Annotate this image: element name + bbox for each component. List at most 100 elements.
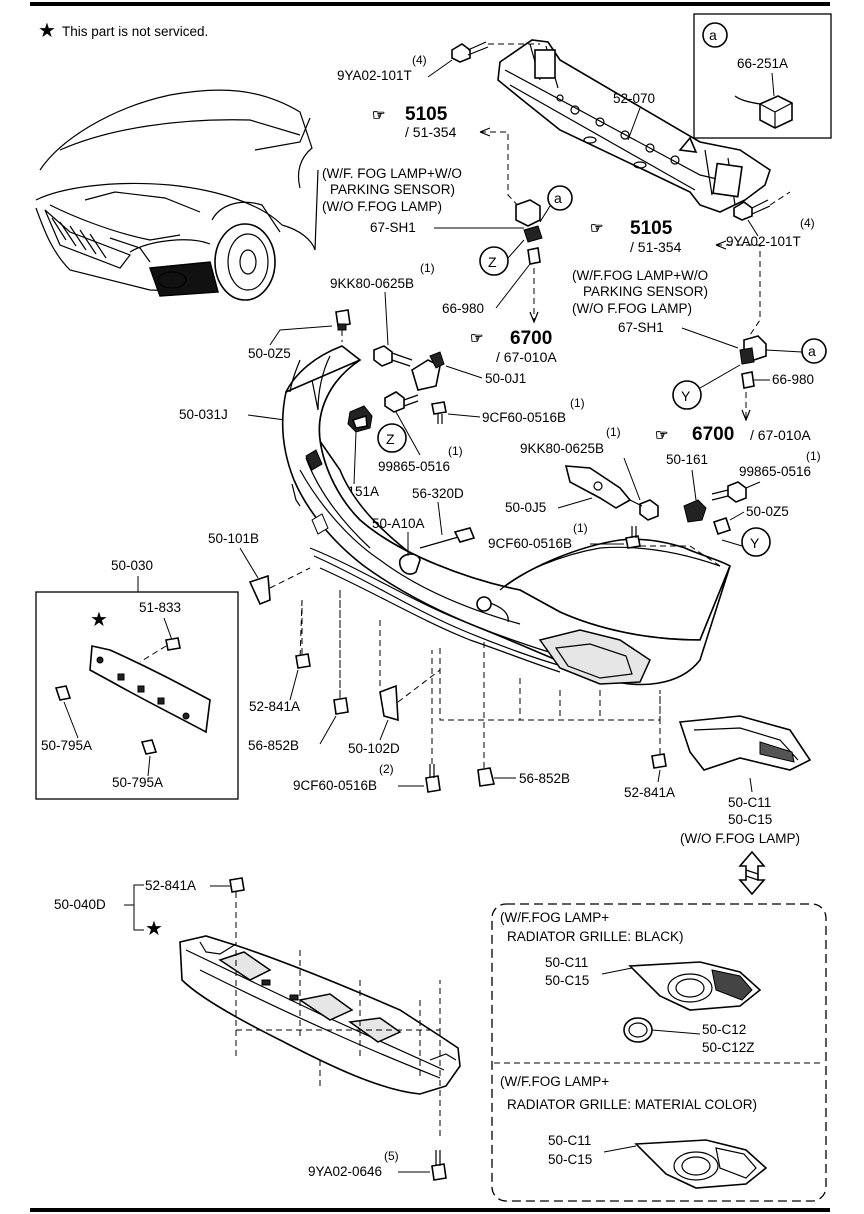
car-illustration: [35, 89, 319, 301]
label-67-sh1-b: 67-SH1: [618, 320, 664, 335]
bracket-50-161: [683, 499, 707, 523]
bolt-9ya02-0646: [431, 1150, 447, 1181]
qty-99865-0516-a: (1): [448, 444, 463, 458]
bracket-50-0j5: [564, 465, 632, 509]
label-50-102d: 50-102D: [348, 741, 400, 756]
callout-z-upper-label: Z: [488, 254, 497, 270]
label-99865-0516-b: 99865-0516: [739, 464, 811, 479]
grommet-56-852b-a: [333, 697, 349, 715]
label-50-031j: 50-031J: [179, 407, 228, 422]
cover-50-101b: [248, 574, 271, 606]
callout-z-lower-label: Z: [386, 431, 395, 447]
label-50-795a-a: 50-795A: [41, 738, 92, 753]
under-cover-50-040d: [179, 935, 461, 1095]
legend-note: This part is not serviced.: [62, 24, 208, 39]
condition-right-2: PARKING SENSOR): [583, 284, 708, 299]
option-box: [491, 903, 827, 1202]
label-50-a10a: 50-A10A: [372, 516, 425, 531]
callout-y-lower: [741, 527, 771, 557]
callout-y-upper-label: Y: [681, 388, 691, 404]
condition-wo-fog: (W/O F.FOG LAMP): [680, 831, 800, 846]
label-9ya02-101t-a: 9YA02-101T: [337, 68, 412, 83]
star-icon-license: ★: [90, 609, 108, 631]
nut-52-841a-b: [651, 753, 667, 769]
label-50-0z5-a: 50-0Z5: [248, 346, 291, 361]
label-66-980-a: 66-980: [442, 301, 484, 316]
ref-icon-6700-a: ☞: [470, 330, 483, 347]
screw-51-833: [139, 637, 181, 663]
callout-a-left: [547, 185, 573, 211]
bracket-50-0j1: [411, 351, 445, 391]
label-51-833: 51-833: [139, 600, 181, 615]
qty-9cf60-0516b-a: (1): [570, 396, 585, 410]
condition-left-2: PARKING SENSOR): [330, 182, 455, 197]
callout-z-lower: [377, 423, 407, 453]
license-bracket-box: [35, 591, 239, 800]
label-50-795a-b: 50-795A: [112, 775, 163, 790]
qty-9ya02-101t-a: (4): [412, 53, 427, 67]
bolt-9cf60-0516b-c: [425, 764, 441, 793]
bolt-9kk80-0625b-a: [373, 345, 413, 367]
label-56-852b-a: 56-852B: [248, 738, 299, 753]
bolt-9cf60-0516b-a: [431, 401, 447, 424]
label-66-980-b: 66-980: [772, 372, 814, 387]
star-icon: ★: [38, 20, 56, 42]
label-9kk80-0625b-a: 9KK80-0625B: [330, 276, 414, 291]
label-9ya02-0646: 9YA02-0646: [308, 1164, 382, 1179]
harness-56-320d: [398, 527, 476, 575]
condition-left-1: (W/F. FOG LAMP+W/O: [322, 166, 462, 181]
detail-box-a: [693, 13, 832, 139]
qty-9ya02-101t-b: (4): [800, 216, 815, 230]
label-52-841a-a: 52-841A: [249, 699, 300, 714]
ref-6700-b-sub: / 67-010A: [750, 427, 811, 443]
callout-a-right: [801, 338, 827, 364]
label-50-0z5-b: 50-0Z5: [746, 504, 789, 519]
bolt-9kk80-0625b-b: [629, 499, 659, 521]
bolt-9ya02-101t-lower: [733, 199, 771, 221]
bracket-50-151a: [347, 405, 373, 433]
clip-50-795a-a: [54, 685, 72, 701]
label-50-0j5: 50-0J5: [505, 500, 546, 515]
label-50-c11-b: 50-C11: [545, 955, 588, 970]
callout-a-box-label: a: [709, 27, 717, 43]
parking-sensor-right: [739, 335, 767, 389]
option-box2-line1: (W/F.FOG LAMP+: [500, 1074, 609, 1089]
condition-left-3: (W/O F.FOG LAMP): [322, 199, 442, 214]
license-bracket-50-030: [89, 645, 211, 734]
label-56-320d: 56-320D: [412, 486, 464, 501]
bolt-99865-0516-a: [384, 391, 419, 413]
fog-bezel-black: [628, 961, 762, 1011]
fog-cover-50-c11-wo: [678, 715, 812, 771]
label-52-841a-b: 52-841A: [624, 785, 675, 800]
ref-5105-b-sub: / 51-354: [630, 239, 682, 255]
label-50-040d: 50-040D: [54, 897, 106, 912]
bolt-99865-0516-b: [711, 481, 747, 503]
label-9ya02-101t-b: 9YA02-101T: [726, 234, 801, 249]
nut-52-841a-a: [295, 653, 311, 669]
bottom-rule: [30, 1208, 830, 1212]
ref-icon-5105-a: ☞: [372, 107, 385, 124]
callout-y-lower-label: Y: [750, 535, 760, 551]
label-50-0j1: 50-0J1: [485, 371, 526, 386]
cover-50-102d: [379, 684, 399, 722]
nut-52-841a-c: [229, 877, 245, 893]
fog-bezel-material: [634, 1139, 768, 1189]
label-66-251a: 66-251A: [737, 56, 788, 71]
ref-6700-a: 6700: [510, 328, 552, 349]
ref-icon-5105-b: ☞: [590, 220, 603, 237]
label-56-852b-b: 56-852B: [519, 771, 570, 786]
option-box2-line2: RADIATOR GRILLE: MATERIAL COLOR): [507, 1097, 757, 1112]
callout-a-left-label: a: [554, 190, 562, 206]
qty-9cf60-0516b-c: (2): [379, 762, 394, 776]
label-50-c15-a: 50-C15: [728, 812, 772, 827]
callout-a-box: [702, 22, 728, 48]
label-52-841a-c: 52-841A: [145, 878, 196, 893]
ref-5105-a: 5105: [405, 104, 448, 125]
label-50-161: 50-161: [666, 452, 708, 467]
option-box1-line1: (W/F.FOG LAMP+: [500, 910, 609, 925]
condition-right-1: (W/F.FOG LAMP+W/O: [572, 268, 708, 283]
label-67-sh1-a: 67-SH1: [370, 220, 416, 235]
callout-z-upper: [479, 246, 509, 276]
condition-right-3: (W/O F.FOG LAMP): [572, 301, 692, 316]
